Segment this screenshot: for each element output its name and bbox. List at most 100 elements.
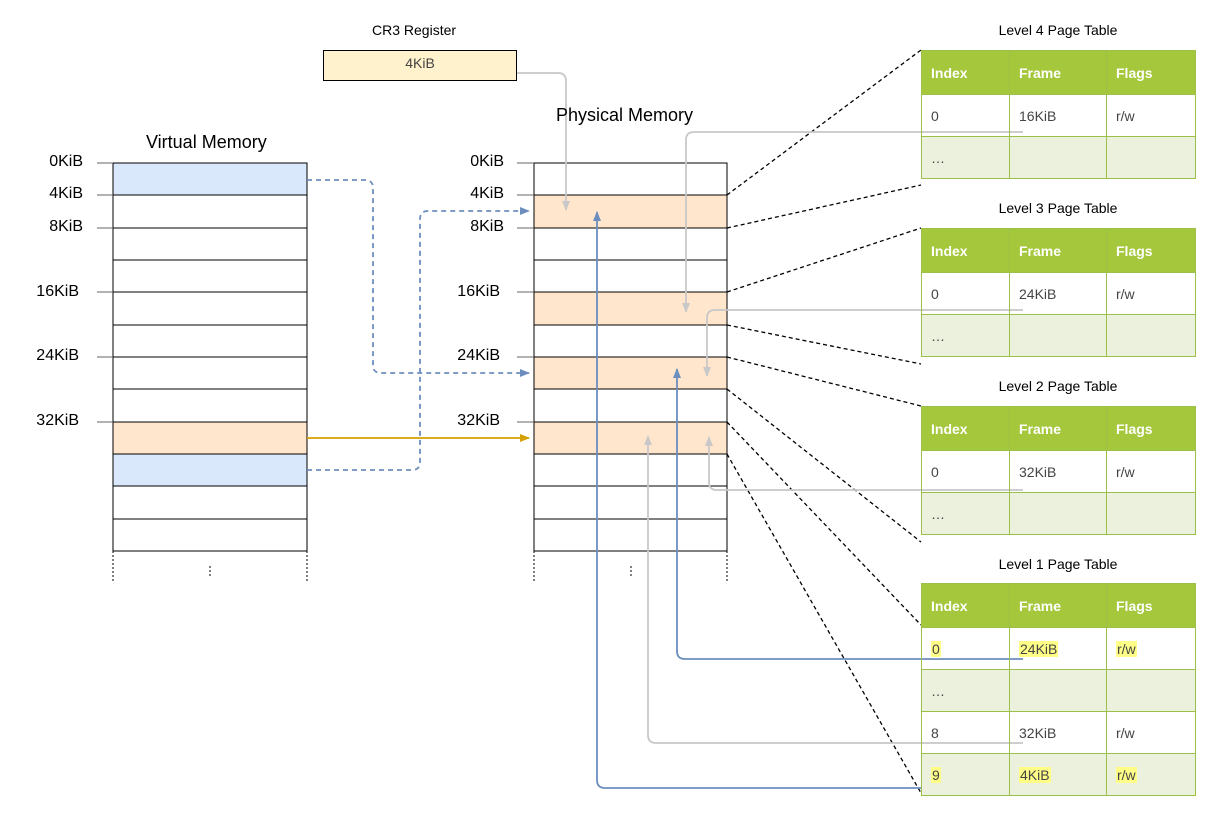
mapping-arrow-virtual0-to-physical24 <box>307 179 530 377</box>
physical-frame-1 <box>533 194 728 229</box>
cell-frame: 24KiB <box>1009 272 1107 315</box>
level3-table-title: Level 3 Page Table <box>998 200 1118 216</box>
virtual-frame-0 <box>112 162 308 196</box>
header-flags: Flags <box>1106 50 1196 95</box>
physical-frame-6 <box>533 356 728 390</box>
table-row: 8 32KiB r/w <box>921 711 1196 754</box>
cell-flags: r/w <box>1116 766 1137 783</box>
cell-frame: 32KiB <box>1009 711 1107 754</box>
header-index: Index <box>921 228 1010 273</box>
cr3-pointer-arrow <box>445 72 570 211</box>
level3-page-table: Index Frame Flags 0 24KiB r/w … <box>921 228 1196 357</box>
virtual-frame-9 <box>112 453 308 487</box>
cell-flags <box>1106 136 1196 179</box>
physical-label-8kib: 8KiB <box>470 218 504 235</box>
cell-frame <box>1009 669 1107 712</box>
header-frame: Frame <box>1009 228 1107 273</box>
level2-page-table: Index Frame Flags 0 32KiB r/w … <box>921 406 1196 535</box>
cell-index: … <box>921 136 1010 179</box>
level1-table-title: Level 1 Page Table <box>998 556 1118 572</box>
mapping-arrow-virtual36-to-physical4 <box>307 207 530 471</box>
cell-flags <box>1106 492 1196 535</box>
virtual-label-4kib: 4KiB <box>49 185 83 202</box>
table-row: 0 16KiB r/w <box>921 94 1196 137</box>
level4-page-table: Index Frame Flags 0 16KiB r/w … <box>921 50 1196 179</box>
virtual-label-0kib: 0KiB <box>49 153 83 170</box>
virtual-memory-title: Virtual Memory <box>146 132 267 152</box>
cell-frame: 16KiB <box>1009 94 1107 137</box>
header-flags: Flags <box>1106 228 1196 273</box>
header-frame: Frame <box>1009 583 1107 628</box>
table-row: 0 24KiB r/w <box>921 272 1196 315</box>
physical-label-0kib: 0KiB <box>470 153 504 170</box>
virtual-label-8kib: 8KiB <box>49 218 83 235</box>
cell-index: 0 <box>931 640 941 657</box>
level1-page-table: Index Frame Flags 0 24KiB r/w … 8 32KiB … <box>921 583 1196 796</box>
cell-flags: r/w <box>1106 94 1196 137</box>
table-header-row: Index Frame Flags <box>921 50 1196 95</box>
virtual-label-24kib: 24KiB <box>36 347 79 364</box>
virtual-label-16kib: 16KiB <box>36 283 79 300</box>
level4-table-title: Level 4 Page Table <box>998 22 1118 38</box>
l1-entry9-arrow <box>593 211 1023 789</box>
table-row: … <box>921 314 1196 357</box>
physical-label-16kib: 16KiB <box>457 283 500 300</box>
table-row: 0 24KiB r/w <box>921 627 1196 670</box>
l4-entry-arrow <box>682 131 1023 313</box>
l1-entry8-arrow <box>644 435 1023 744</box>
physical-label-32kib: 32KiB <box>457 412 500 429</box>
cell-index: 0 <box>921 94 1010 137</box>
table-header-row: Index Frame Flags <box>921 228 1196 273</box>
physical-label-24kib: 24KiB <box>457 347 500 364</box>
cell-flags <box>1106 669 1196 712</box>
header-frame: Frame <box>1009 406 1107 451</box>
l1-entry0-arrow <box>673 368 1023 660</box>
cr3-register-box: 4KiB <box>323 50 517 81</box>
cell-frame <box>1009 136 1107 179</box>
cell-frame: 32KiB <box>1009 450 1107 493</box>
header-flags: Flags <box>1106 406 1196 451</box>
header-index: Index <box>921 406 1010 451</box>
cell-flags: r/w <box>1106 450 1196 493</box>
l3-entry-arrow <box>703 309 1023 377</box>
physical-label-4kib: 4KiB <box>470 185 504 202</box>
physical-memory-column <box>517 162 728 582</box>
cell-index: 0 <box>921 450 1010 493</box>
cell-flags: r/w <box>1106 272 1196 315</box>
header-flags: Flags <box>1106 583 1196 628</box>
table-header-row: Index Frame Flags <box>921 406 1196 451</box>
physical-memory-title: Physical Memory <box>556 105 694 125</box>
cell-flags: r/w <box>1106 711 1196 754</box>
virtual-memory-column <box>97 162 308 582</box>
virtual-label-32kib: 32KiB <box>36 412 79 429</box>
cell-flags: r/w <box>1116 640 1137 657</box>
table-header-row: Index Frame Flags <box>921 583 1196 628</box>
header-index: Index <box>921 583 1010 628</box>
table-row: 0 32KiB r/w <box>921 450 1196 493</box>
cell-frame: 4KiB <box>1019 766 1051 783</box>
header-frame: Frame <box>1009 50 1107 95</box>
header-index: Index <box>921 50 1010 95</box>
cell-index: … <box>921 669 1010 712</box>
cell-frame <box>1009 492 1107 535</box>
projection-lines <box>726 49 922 794</box>
cell-index: 9 <box>931 766 941 783</box>
cell-index: … <box>921 314 1010 357</box>
table-row: … <box>921 492 1196 535</box>
physical-frame-4 <box>533 291 728 326</box>
level2-table-title: Level 2 Page Table <box>998 378 1118 394</box>
cell-index: … <box>921 492 1010 535</box>
virtual-frame-8 <box>112 421 308 455</box>
cell-frame: 24KiB <box>1019 640 1059 657</box>
cell-index: 0 <box>921 272 1010 315</box>
physical-frame-8 <box>533 421 728 455</box>
cr3-register-title: CR3 Register <box>372 22 457 38</box>
cell-index: 8 <box>921 711 1010 754</box>
l2-entry-arrow <box>705 436 1023 491</box>
table-row: 9 4KiB r/w <box>921 753 1196 796</box>
cell-flags <box>1106 314 1196 357</box>
cell-frame <box>1009 314 1107 357</box>
table-row: … <box>921 136 1196 179</box>
table-row: … <box>921 669 1196 712</box>
